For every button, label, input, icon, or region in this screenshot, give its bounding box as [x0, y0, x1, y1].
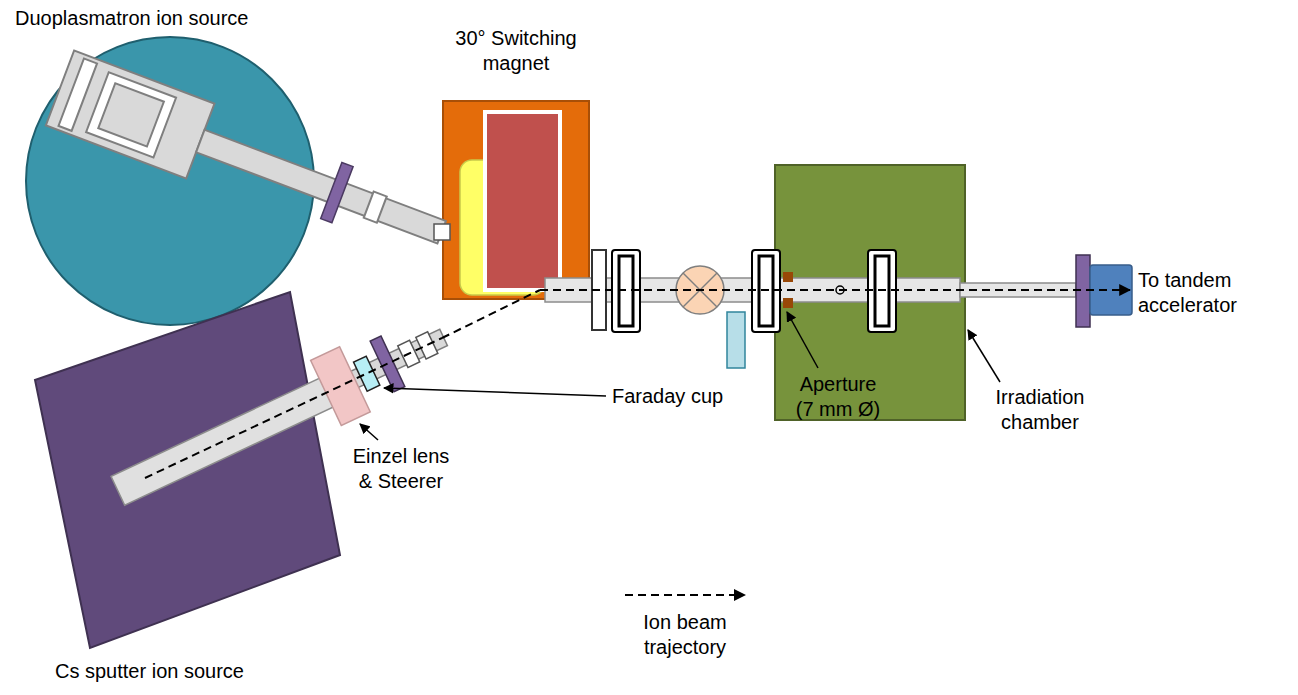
node-heading: Cs sputter ion source: [55, 659, 244, 684]
magnet-yoke: [443, 101, 589, 299]
leader-arrow: [968, 330, 1000, 382]
source-barrel: [111, 372, 346, 505]
magnet-port: [434, 224, 450, 240]
legend-entry: Ion beam trajectory: [620, 586, 750, 660]
duoplasmatron-tube: [46, 51, 456, 270]
aperture-jaw: [783, 298, 793, 308]
legend-swatch: [620, 586, 750, 604]
beam-tube: [196, 130, 446, 244]
legend-line: [625, 594, 736, 596]
valve: [416, 332, 438, 359]
leader-arrow: [384, 388, 606, 396]
faraday-cup-actuator: [727, 312, 745, 368]
node-heading: Duoplasmatron ion source: [15, 6, 248, 31]
cs-source-tube: [103, 305, 459, 523]
housing-window: [86, 72, 176, 157]
beam-trajectory: [145, 384, 345, 478]
source-housing: [46, 51, 215, 179]
aperture-jaw: [783, 272, 793, 282]
housing-core: [98, 83, 164, 146]
destination-label: To tandem accelerator: [1138, 268, 1263, 318]
magnet-coil: [485, 112, 560, 290]
beam-trajectory: [442, 290, 540, 338]
part-label: Aperture (7 mm Ø): [790, 372, 886, 422]
flange: [321, 162, 353, 222]
part-label: Einzel lens & Steerer: [345, 444, 457, 494]
part-label: Faraday cup: [612, 384, 723, 409]
beam-tube: [960, 283, 1076, 297]
part-label: Irradiation chamber: [985, 385, 1095, 435]
steerer: [354, 356, 380, 391]
beam-trajectory: [540, 289, 1130, 291]
legend-text: Ion beam trajectory: [635, 610, 735, 660]
legend-arrowhead: [734, 589, 746, 601]
leader-arrow: [787, 312, 818, 368]
node-heading: 30° Switching magnet: [436, 26, 596, 76]
beam-connector: [345, 338, 442, 384]
valve: [364, 192, 387, 223]
leader-arrow: [360, 424, 378, 440]
